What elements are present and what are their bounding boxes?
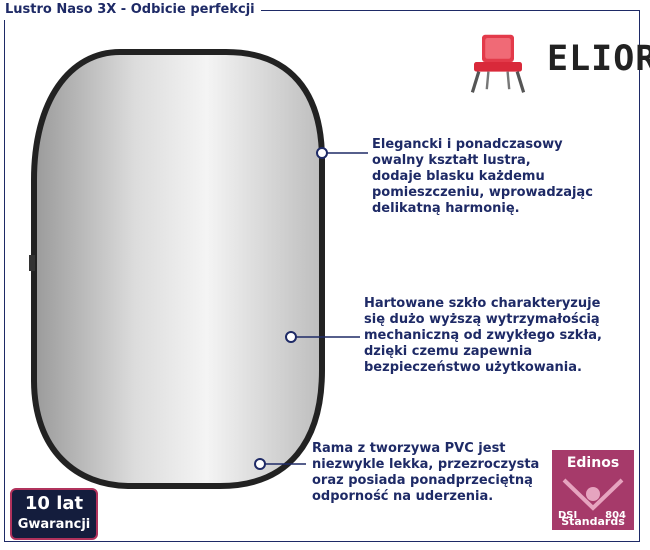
callout-marker [285,331,297,343]
certificate-standards: Standards [561,515,625,528]
callout-line: mechaniczną od zwykłego szkła, [364,328,602,343]
callout-line: niezwykle lekka, przezroczysta [312,457,540,472]
warranty-years: 10 lat [24,493,84,514]
certificate-name: Edinos [566,455,620,471]
callout-shape: Elegancki i ponadczasowy owalny kształt … [372,137,593,217]
mirror-frame [31,49,325,489]
certificate-number: 804 [605,510,626,521]
callout-line: bezpieczeństwo użytkowania. [364,360,582,375]
callout-glass: Hartowane szkło charakteryzuje się dużo … [364,296,602,376]
callout-line: oraz posiada ponadprzeciętną [312,473,533,488]
callout-line: odporność na uderzenia. [312,489,494,504]
callout-line: owalny kształt lustra, [372,153,531,168]
callout-line: dodaje blasku każdemu [372,169,545,184]
certificate-dsi: DSI [558,510,578,521]
brand-name: ELIOR [547,39,650,79]
warranty-badge: 10 lat Gwarancji [10,488,98,540]
checkmark-icon [562,478,624,511]
callout-line: dzięki czemu zapewnia [364,344,533,359]
page-frame [4,10,640,542]
chair-icon [470,34,526,93]
callout-frame: Rama z tworzywa PVC jest niezwykle lekka… [312,441,539,505]
warranty-label: Gwarancji [17,517,91,532]
callout-line: delikatną harmonię. [372,201,520,216]
page-title: Lustro Naso 3X - Odbicie perfekcji [2,0,261,20]
callout-line: Rama z tworzywa PVC jest [312,441,506,456]
certificate-badge: Edinos DSI 804 Standards [552,450,634,530]
callout-line: Hartowane szkło charakteryzuje [364,296,601,311]
callout-line: pomieszczeniu, wprowadzając [372,185,593,200]
callout-line: się dużo wyższą wytrzymałością [364,312,600,327]
callout-line: Elegancki i ponadczasowy [372,137,563,152]
callout-marker [316,147,328,159]
callout-marker [254,458,266,470]
